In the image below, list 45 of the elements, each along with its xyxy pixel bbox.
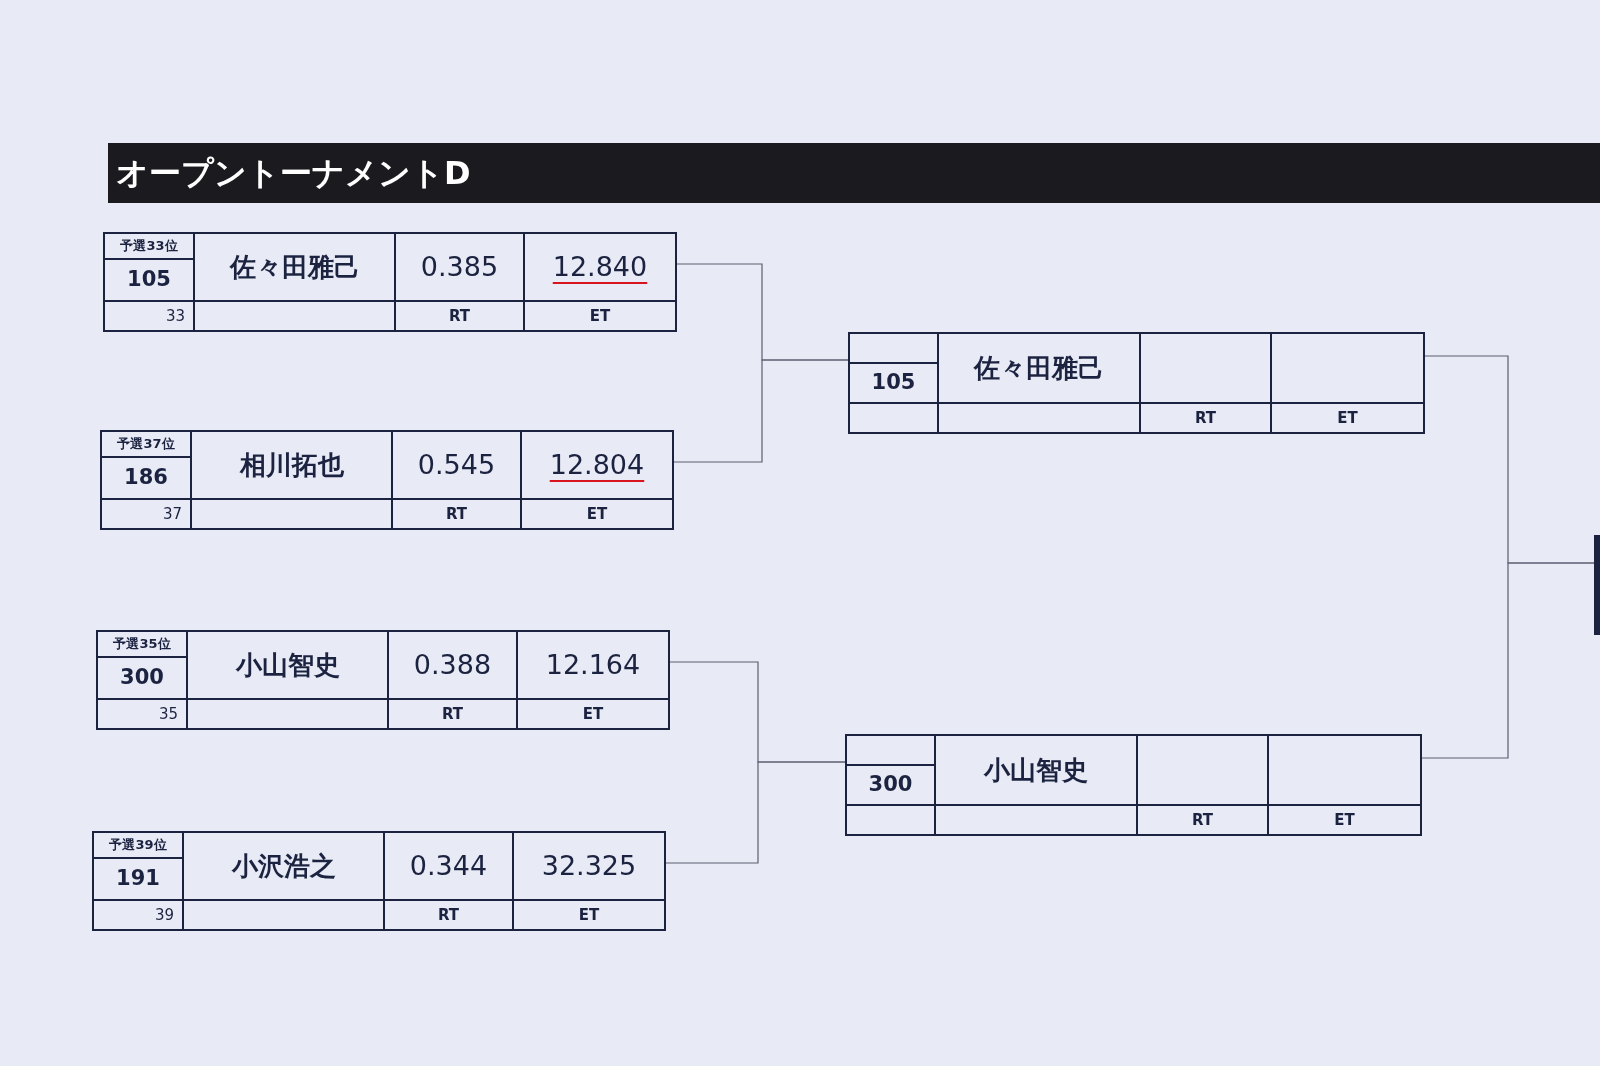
column-label: ET — [582, 703, 604, 725]
reaction-time: 0.344 — [409, 848, 488, 883]
column-label: ET — [578, 904, 600, 926]
column-label: ET — [589, 305, 611, 327]
column-label: RT — [441, 703, 464, 725]
reaction-time: 0.385 — [420, 249, 499, 284]
title-bar: オープントーナメントD — [108, 143, 1600, 203]
elapsed-time: 12.164 — [545, 647, 641, 682]
column-label: ET — [586, 503, 608, 525]
column-label: RT — [448, 305, 471, 327]
entry-number: 300 — [868, 771, 913, 799]
column-label: RT — [1194, 407, 1217, 429]
elapsed-time: 12.840 — [552, 249, 648, 284]
entry-number: 300 — [120, 664, 164, 692]
entry-number: 105 — [127, 266, 171, 294]
qualifying-rank: 予選37位 — [117, 435, 175, 454]
column-label: RT — [437, 904, 460, 926]
racer-name: 佐々田雅己 — [229, 250, 360, 284]
qualifying-rank: 予選39位 — [109, 836, 167, 855]
racer-name: 小山智史 — [235, 648, 340, 682]
column-label: RT — [1191, 809, 1214, 831]
racer-name: 佐々田雅己 — [974, 351, 1104, 385]
column-label: ET — [1337, 407, 1358, 429]
entry-number: 191 — [116, 865, 160, 893]
seed-number: 35 — [158, 703, 178, 725]
column-label: ET — [1334, 809, 1355, 831]
bracket-line — [1419, 562, 1595, 759]
seed-number: 39 — [154, 904, 174, 926]
qualifying-rank: 予選33位 — [120, 237, 178, 256]
elapsed-time: 12.804 — [549, 447, 645, 482]
column-label: RT — [445, 503, 468, 525]
racer-name: 小沢浩之 — [231, 849, 336, 883]
reaction-time: 0.545 — [417, 447, 496, 482]
elapsed-time: 32.325 — [541, 848, 637, 883]
bracket-line — [671, 359, 849, 463]
entry-number: 186 — [124, 464, 168, 492]
bracket-line — [663, 761, 846, 864]
racer-name: 相川拓也 — [239, 448, 344, 482]
seed-number: 33 — [165, 305, 185, 327]
racer-name: 小山智史 — [984, 753, 1088, 787]
seed-number: 37 — [162, 503, 182, 525]
qualifying-rank: 予選35位 — [113, 635, 171, 654]
reaction-time: 0.388 — [413, 647, 492, 682]
bracket-box-edge — [1594, 535, 1600, 635]
entry-number: 105 — [871, 369, 916, 397]
